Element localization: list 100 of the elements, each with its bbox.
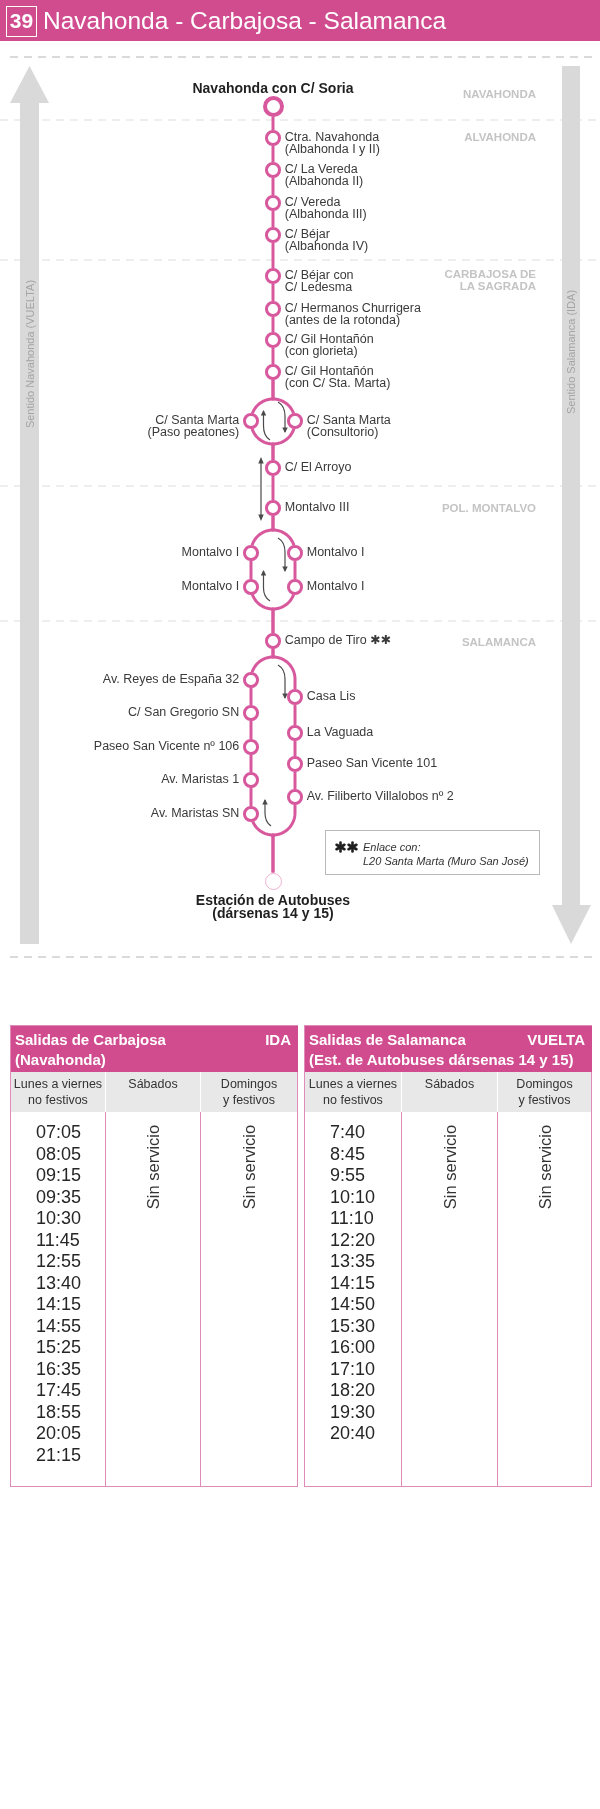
stop-label: C/ Hermanos Churrigera (antes de la rotonda) [284,303,422,326]
departure-time: 9:55 [330,1165,366,1187]
stop-marker [265,364,281,380]
stop-marker [243,413,259,429]
stop-label: C/ El Arroyo [284,462,352,474]
route-line [293,560,297,580]
route-line [271,283,275,302]
zone-label: CARBAJOSA DE LA SAGRADA [443,268,536,292]
route-line [271,316,275,333]
stop-label: Montalvo I [306,547,365,559]
route-line [249,754,253,773]
departure-time: 7:40 [330,1122,366,1144]
departure-time: 09:15 [36,1165,82,1187]
stop-label: Montalvo I [181,547,240,559]
departure-time: 12:55 [36,1251,82,1273]
departure-time: 10:30 [36,1208,82,1230]
route-line [293,704,297,726]
departure-time: 19:30 [330,1401,376,1423]
departure-time: 14:15 [330,1272,376,1294]
column-header: Lunes a viernes no festivos [11,1072,106,1112]
zone-label: SALAMANCA [461,636,536,648]
stop-marker [243,806,259,822]
departure-time: 11:10 [330,1208,374,1230]
stop-marker [243,739,259,755]
stop-marker [243,705,259,721]
route-line [271,347,275,365]
stop-marker [265,500,281,516]
departure-time: 11:45 [36,1229,80,1251]
route-line [249,560,253,580]
column-header: Sábados [402,1072,498,1112]
route-line [271,475,275,501]
route-line [271,177,275,196]
route-line [271,428,296,461]
stop-marker [265,227,281,243]
stop-marker [262,95,284,117]
stop-marker [265,332,281,348]
stop-marker [265,162,281,178]
departure-time: 18:55 [36,1401,82,1423]
stop-marker [264,872,282,890]
stop-marker [287,689,303,705]
stop-label: Paseo San Vicente nº 106 [93,741,240,753]
stop-marker [265,195,281,211]
stop-label: Montalvo III [284,502,350,514]
stop-label: La Vaguada [306,727,374,739]
route-line [249,787,253,807]
column-header: Lunes a viernes no festivos [305,1072,402,1112]
departure-time: 18:20 [330,1380,376,1402]
departure-time: 20:05 [36,1423,82,1445]
route-line [271,145,275,163]
no-service-note: Sin servicio [144,1124,162,1210]
stop-label: Av. Maristas 1 [161,774,240,786]
timetable-column [402,1072,498,1486]
stop-marker [287,725,303,741]
stop-label: Av. Reyes de España 32 [102,674,240,686]
zone-label: POL. MONTALVO [441,502,536,514]
route-line [271,515,296,546]
timetable-title: Salidas de Carbajosa [15,1030,166,1050]
stop-label: Estación de Autobuses (dársenas 14 y 15) [194,893,352,921]
departure-time: 8:45 [330,1143,366,1165]
stop-marker [265,301,281,317]
departure-time: 14:15 [36,1294,82,1316]
note-text: L20 Santa Marta (Muro San José) [363,853,529,868]
stop-label: C/ San Gregorio SN [128,707,240,719]
stop-label: Navahonda con C/ Soria [192,79,354,97]
route-line [271,379,295,415]
departure-time: 15:30 [330,1315,376,1337]
stop-label: Casa Lis [306,691,356,703]
stop-marker [287,413,303,429]
stop-label: C/ Béjar con C/ Ledesma [284,270,355,293]
departure-time: 15:25 [36,1337,82,1359]
departure-time: 16:35 [36,1358,82,1380]
timetable-subtitle: (Est. de Autobuses dársenas 14 y 15) [309,1050,574,1070]
route-line [271,593,295,634]
stop-marker [265,633,281,649]
departure-time: 20:40 [330,1423,376,1445]
zone-label: NAVAHONDA [462,88,536,100]
stop-marker [287,756,303,772]
stop-label: Campo de Tiro ✱✱ [284,635,392,647]
timetable-title: Salidas de Salamanca [309,1030,466,1050]
timetable-panel [10,1025,298,1487]
timetable-subtitle: (Navahonda) [15,1050,106,1070]
departure-time: 21:15 [36,1444,82,1466]
stop-marker [287,579,303,595]
timetable-panel [304,1025,592,1487]
stop-label: Montalvo I [181,581,240,593]
stop-label: Av. Maristas SN [150,808,240,820]
departure-time: 10:10 [330,1186,376,1208]
route-line [271,648,297,690]
departure-time: 07:05 [36,1122,82,1144]
departure-time: 12:20 [330,1229,376,1251]
column-header: Domingos y festivos [498,1072,591,1112]
departure-time: 09:35 [36,1186,82,1208]
stop-marker [243,772,259,788]
route-line [271,804,297,873]
timetable-column [305,1072,402,1486]
timetable-column [106,1072,201,1486]
departure-time: 17:10 [330,1358,376,1380]
column-header: Domingos y festivos [201,1072,297,1112]
stop-label: Montalvo I [306,581,365,593]
route-line [249,720,253,740]
